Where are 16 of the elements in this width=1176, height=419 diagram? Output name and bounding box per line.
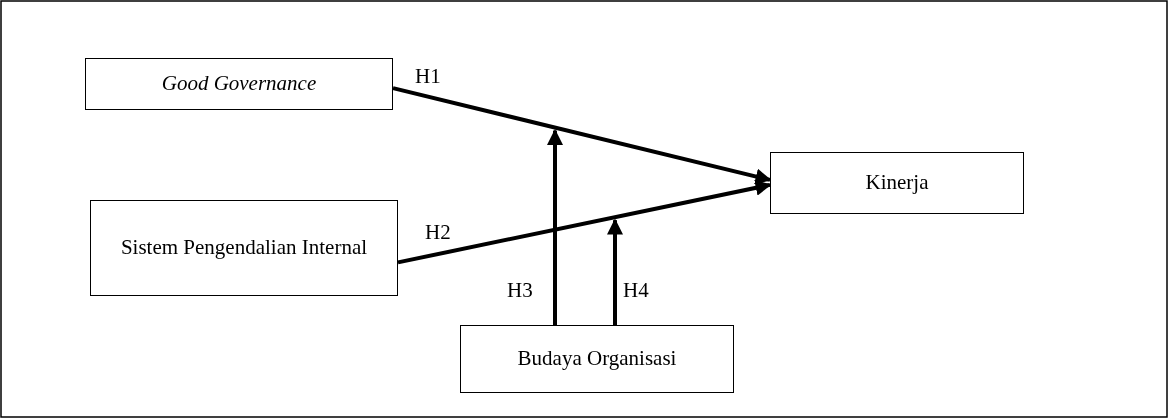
- variable-label: Good Governance: [161, 70, 317, 98]
- variable-box: [460, 325, 734, 393]
- arrow: [547, 129, 563, 325]
- variable-box: [85, 58, 393, 110]
- variable-box: [90, 200, 398, 296]
- edge-label: H4: [623, 280, 649, 301]
- variable-label: Sistem Pengendalian Internal: [120, 234, 368, 262]
- edge-label: H1: [415, 66, 441, 87]
- arrow: [607, 218, 623, 325]
- edge-label: H3: [507, 280, 533, 301]
- arrow: [397, 179, 772, 265]
- variable-box: [770, 152, 1024, 214]
- variable-label: Budaya Organisasi: [517, 345, 677, 373]
- variable-label: Kinerja: [865, 169, 929, 197]
- edge-label: H2: [425, 222, 451, 243]
- arrow: [392, 86, 772, 185]
